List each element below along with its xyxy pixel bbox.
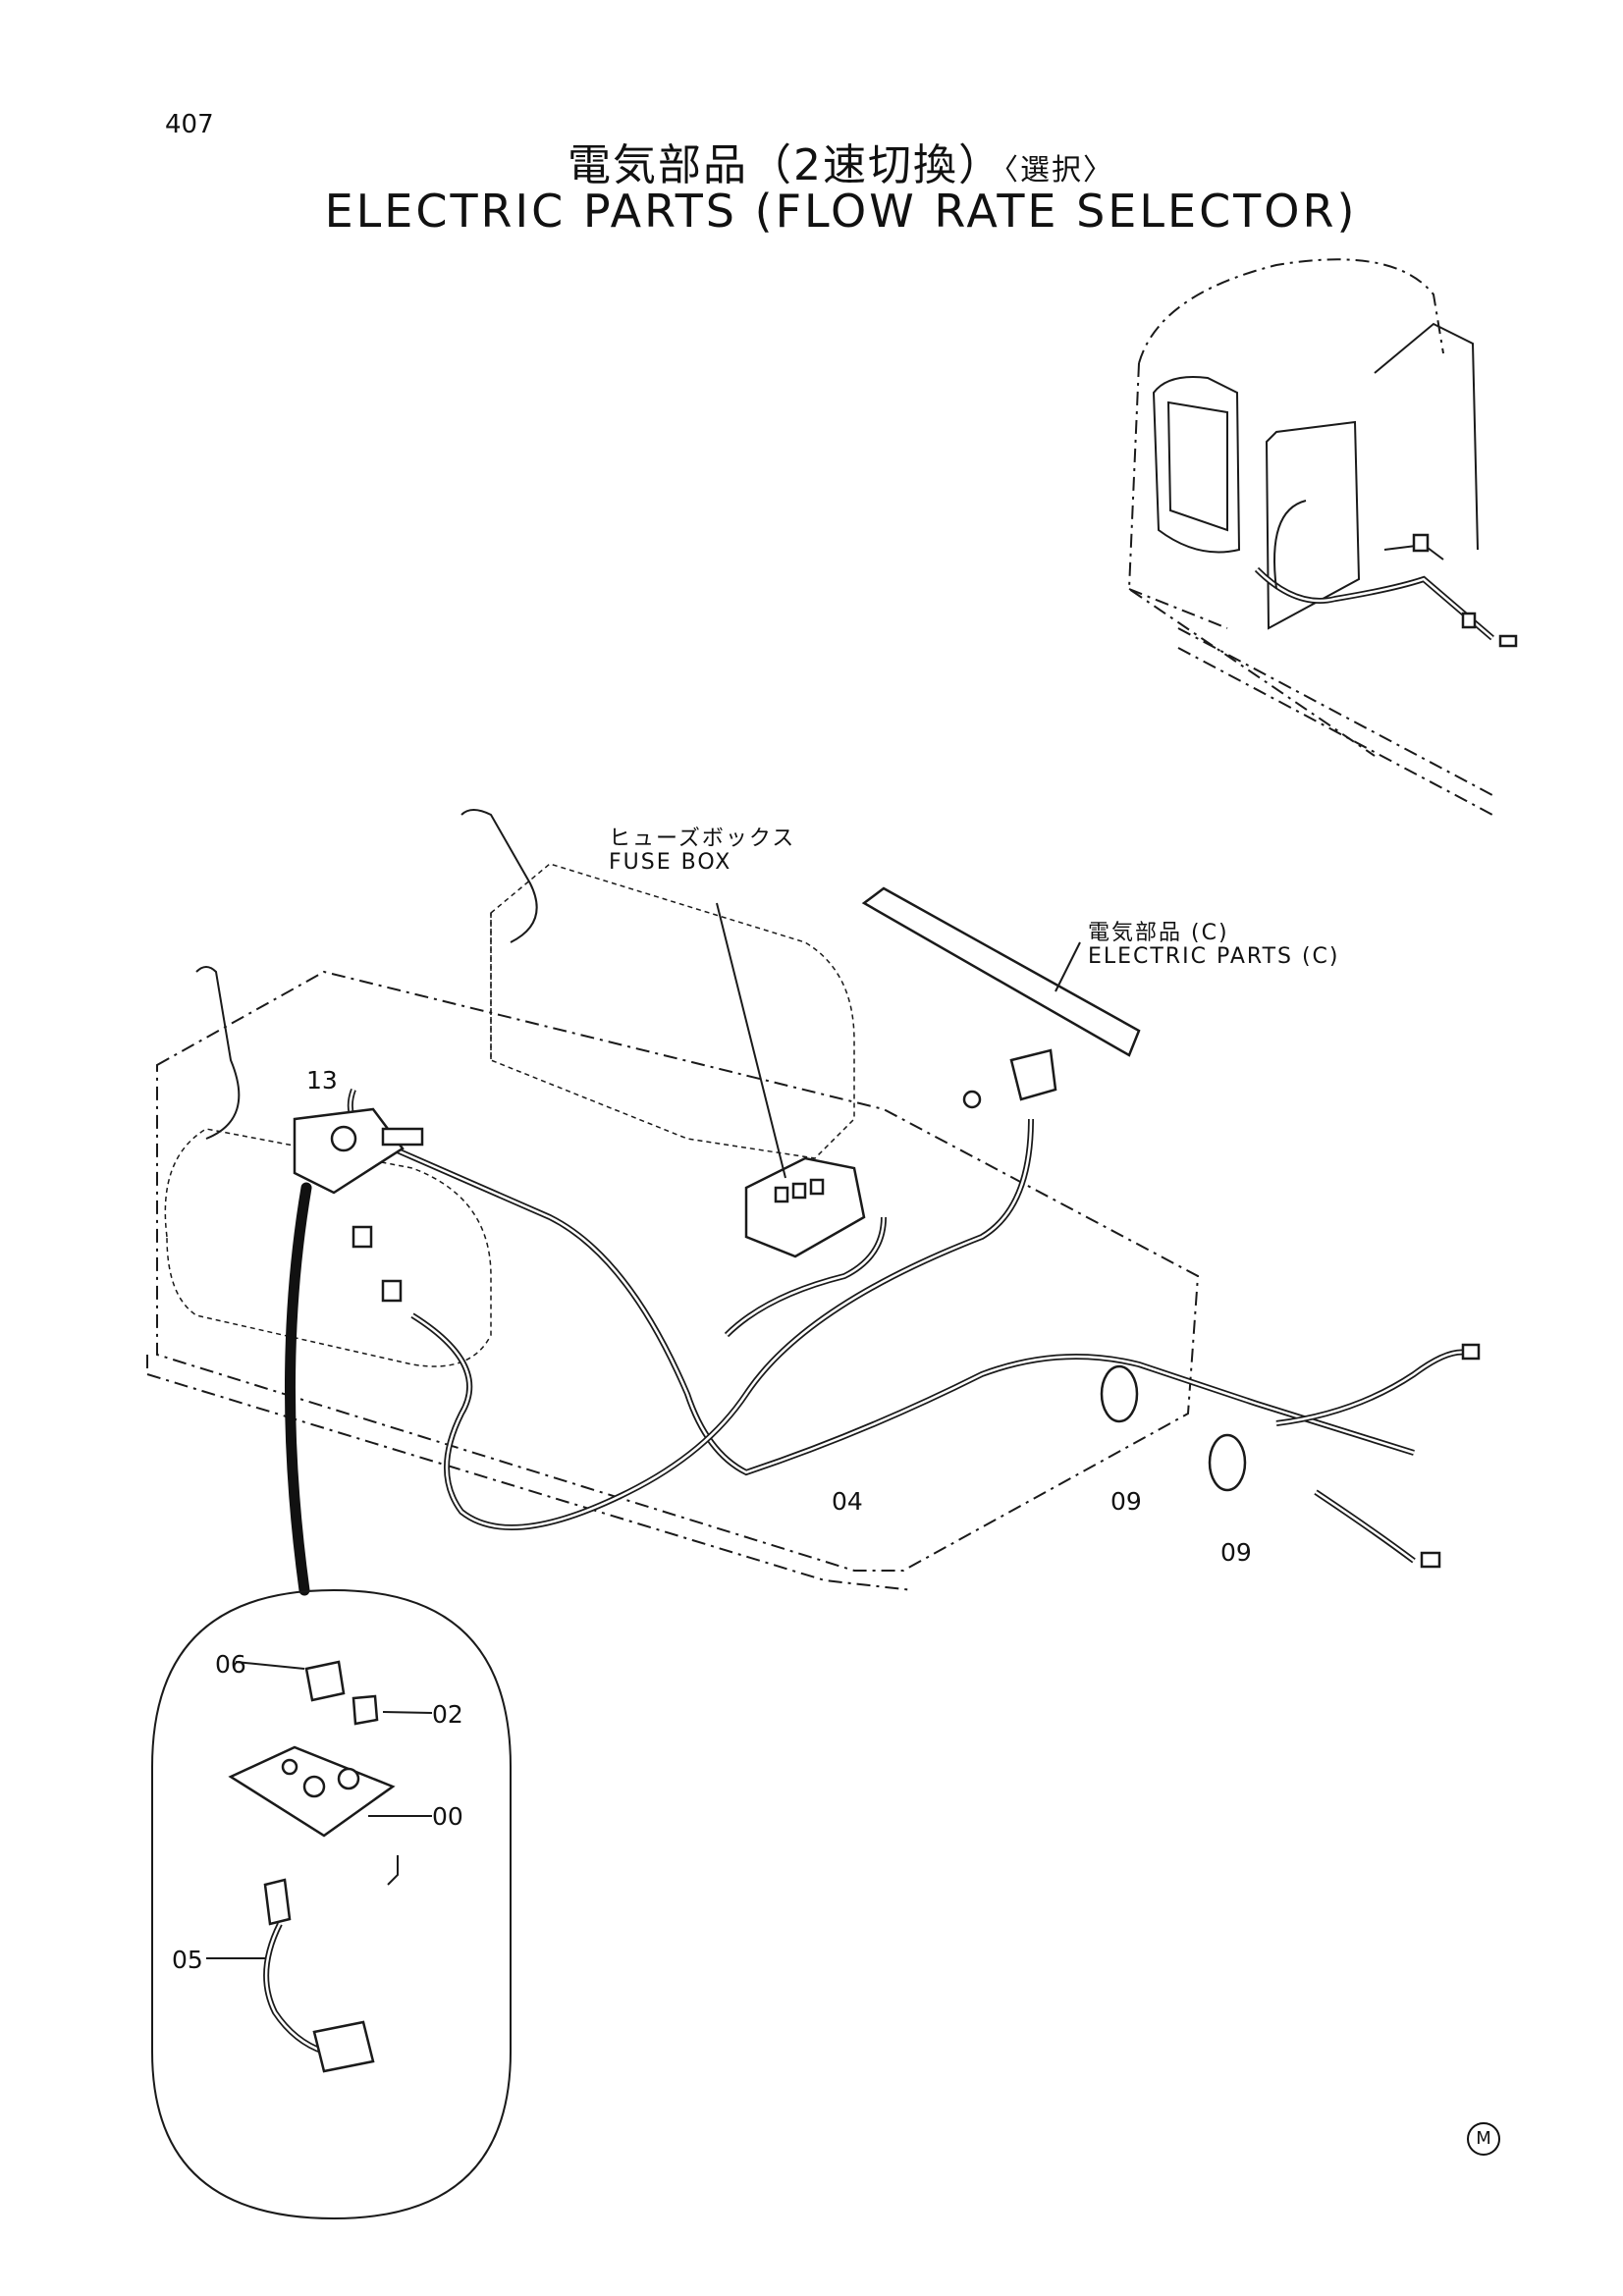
part-number-05: 05 — [172, 1946, 203, 1974]
electric-parts-c-label-jp: 電気部品 (C) — [1088, 921, 1229, 945]
title-japanese-suffix: 〈選択〉 — [1003, 153, 1114, 187]
fuse-box-label-en: FUSE BOX — [609, 850, 732, 875]
bracket-strip — [861, 886, 1141, 1109]
title-english: ELECTRIC PARTS (FLOW RATE SELECTOR) — [324, 185, 1358, 238]
part-number-00: 00 — [432, 1802, 463, 1831]
part-number-04: 04 — [832, 1487, 863, 1516]
harness-04 — [347, 1088, 1475, 1564]
fuse-box-label-jp: ヒューズボックス — [609, 827, 796, 851]
corner-mark: M — [1467, 2122, 1500, 2156]
title-japanese: 電気部品（2速切換）〈選択〉 — [0, 130, 1623, 192]
cab-illustration — [1127, 258, 1518, 816]
fuse-box — [716, 902, 866, 1258]
page-number: 407 — [165, 110, 214, 139]
part-number-02: 02 — [432, 1700, 463, 1729]
floor-plate — [146, 970, 1200, 1591]
part-number-09-first: 09 — [1110, 1487, 1142, 1516]
part-number-06: 06 — [215, 1650, 246, 1679]
title-japanese-main: 電気部品（2速切換） — [568, 140, 1003, 190]
electric-parts-c-label-en: ELECTRIC PARTS (C) — [1088, 944, 1340, 969]
detail-leader — [284, 1182, 312, 1596]
switch-panel-13 — [293, 1107, 424, 1303]
detail-view — [151, 1588, 512, 2220]
console-outline — [164, 809, 855, 1367]
part-number-09-second: 09 — [1220, 1538, 1252, 1567]
clamps-09 — [1100, 1343, 1481, 1569]
part-number-13: 13 — [306, 1066, 338, 1095]
